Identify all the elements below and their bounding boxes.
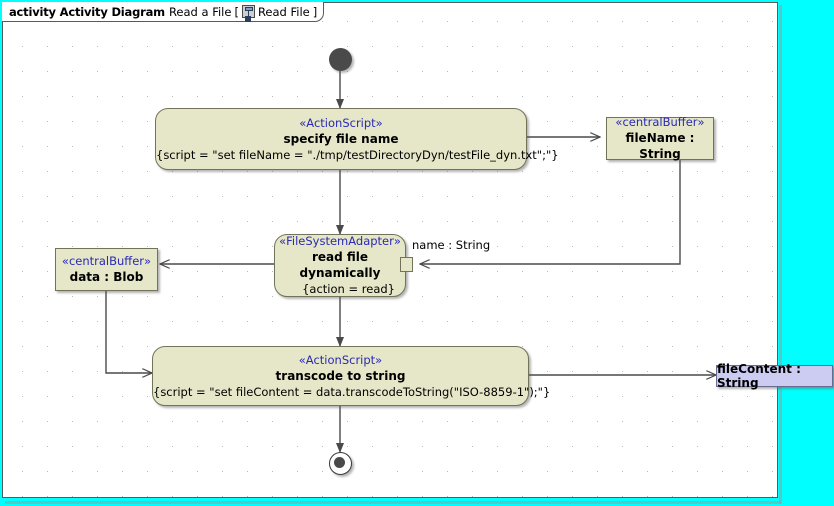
input-pin-name-label: name : String (412, 238, 491, 252)
action-specify-file-name[interactable]: «ActionScript» specify file name {script… (155, 108, 559, 170)
diagram-title-tab[interactable]: activity Activity Diagram Read a File [ … (2, 2, 325, 22)
action-specify-file-name-label: specify file name (283, 131, 399, 146)
action-transcode-to-string[interactable]: «ActionScript» transcode to string {scri… (152, 346, 551, 406)
action-transcode-stereotype: «ActionScript» (298, 352, 383, 367)
action-specify-file-name-script: {script = "set fileName = "./tmp/testDir… (156, 147, 559, 162)
action-specify-file-name-stereotype: «ActionScript» (299, 115, 383, 130)
action-transcode-label: transcode to string (275, 368, 406, 383)
action-read-file-label: read file dynamically (299, 250, 381, 280)
central-buffer-data-label: data : Blob (69, 270, 144, 284)
action-read-file-stereotype: «FileSystemAdapter» (279, 234, 401, 248)
initial-node[interactable] (329, 48, 352, 71)
frame-shadow-right (779, 5, 782, 504)
diagram-title-ref: Read File (257, 4, 310, 19)
input-pin-name[interactable] (400, 257, 413, 272)
action-read-file-body: {action = read} (302, 282, 395, 296)
diagram-title-name: Read a File (168, 4, 232, 19)
central-buffer-data-stereotype: «centralBuffer» (61, 254, 152, 268)
action-read-file-dynamically[interactable]: «FileSystemAdapter» read file dynamicall… (274, 234, 406, 297)
activity-final-node[interactable] (329, 452, 352, 475)
central-buffer-data[interactable]: «centralBuffer» data : Blob (55, 248, 158, 291)
central-buffer-filename-stereotype: «centralBuffer» (615, 115, 705, 129)
diagram-title-bracket-close: ] (312, 4, 318, 19)
frame-shadow-bottom (5, 501, 781, 504)
object-node-file-content[interactable]: fileContent : String (716, 362, 833, 390)
diagram-title-keyword: activity Activity Diagram (9, 4, 165, 19)
central-buffer-filename[interactable]: «centralBuffer» fileName : String (606, 115, 714, 161)
diagram-title-bracket-open: [ (234, 4, 239, 19)
action-transcode-script: {script = "set fileContent = data.transc… (153, 384, 551, 399)
central-buffer-filename-label: fileName : String (625, 131, 695, 161)
activity-diagram-icon (241, 5, 255, 18)
